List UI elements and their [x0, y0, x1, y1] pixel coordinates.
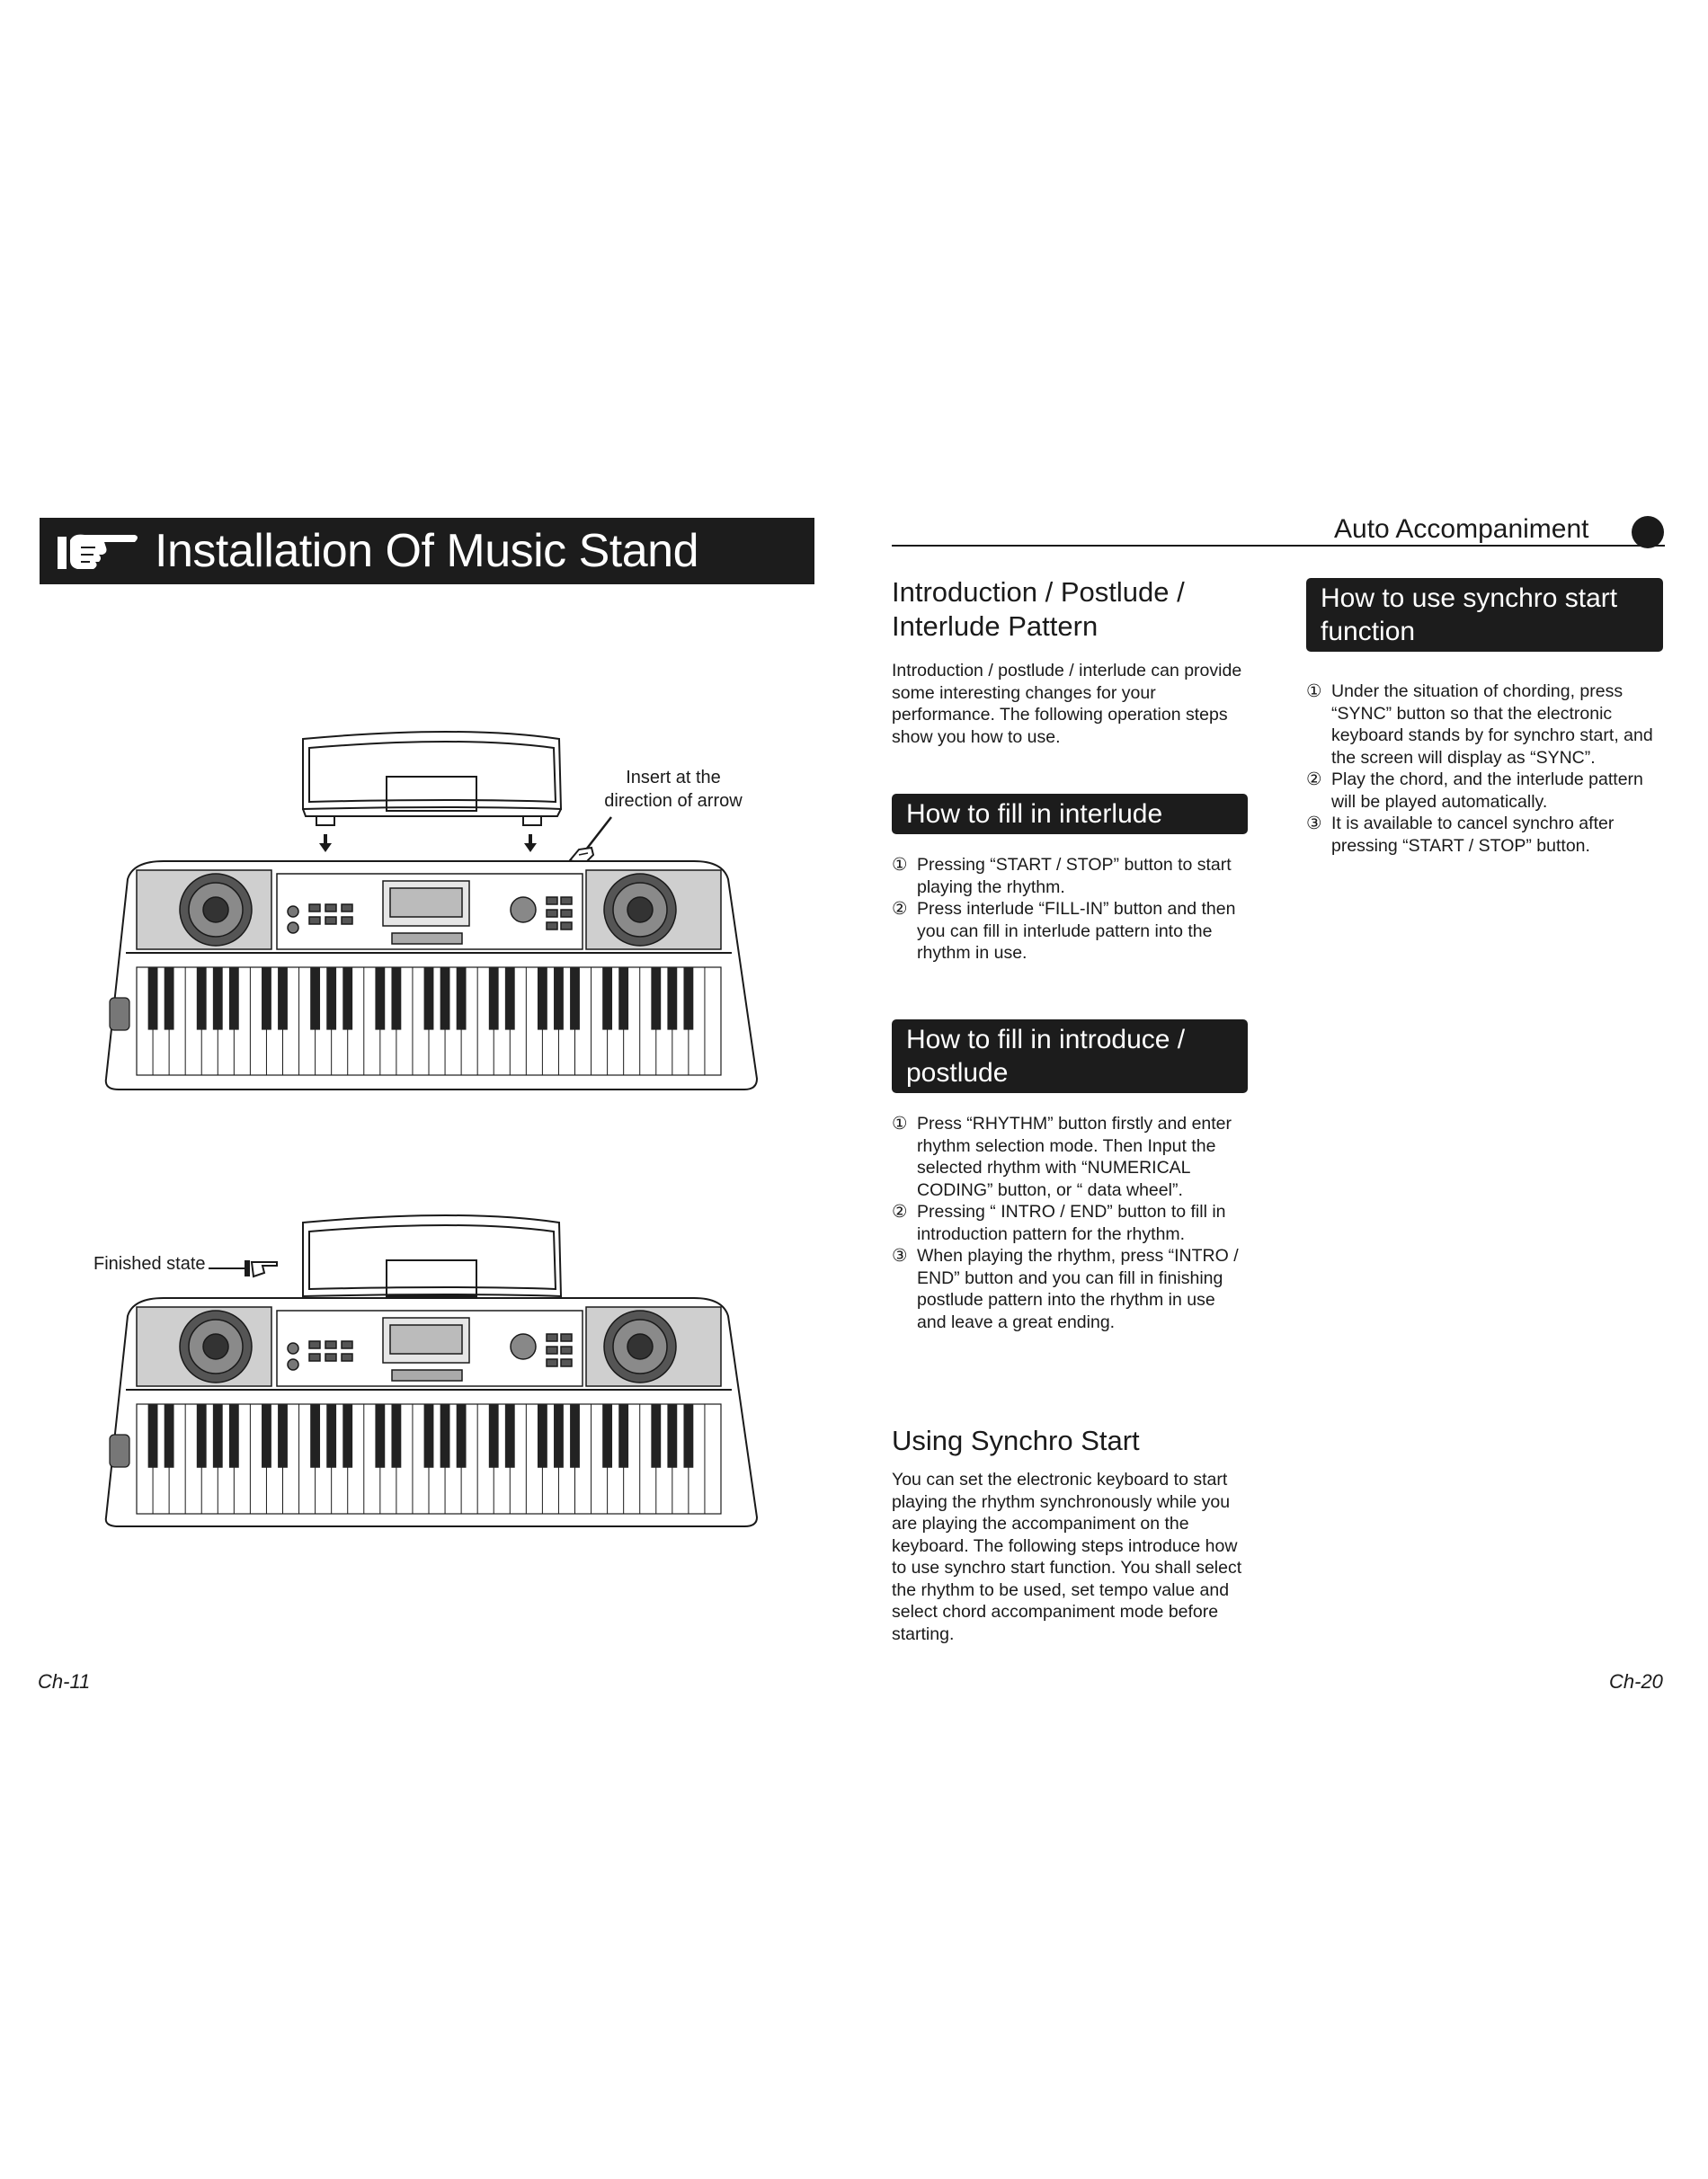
- keyboard-with-stand-insert-illustration: [104, 731, 759, 1090]
- keyboard-with-stand-finished-illustration: [104, 1214, 759, 1527]
- intro-body: Introduction / postlude / interlude can …: [892, 661, 1242, 747]
- pointing-hand-icon: [58, 534, 138, 569]
- fill-interlude-heading: How to fill in interlude: [892, 794, 1248, 834]
- header-rule: [892, 545, 1665, 547]
- insert-arrow-icon: [568, 816, 612, 866]
- right-speaker: [585, 869, 722, 950]
- control-panel: [276, 873, 583, 950]
- section-marker-dot: [1632, 516, 1664, 548]
- synchro-section: Using Synchro Start You can set the elec…: [892, 1424, 1251, 1645]
- finished-caption: Finished state: [93, 1254, 206, 1274]
- music-stand-installed: [302, 1214, 563, 1298]
- chapter-banner: Installation Of Music Stand: [40, 518, 814, 584]
- section-label: Auto Accompaniment: [1334, 514, 1589, 544]
- left-speaker: [136, 869, 272, 950]
- fill-intro-heading: How to fill in introduce / postlude: [892, 1019, 1248, 1093]
- synchro-function-heading: How to use synchro start function: [1306, 578, 1663, 652]
- page-number-right: Ch-20: [1609, 1670, 1663, 1693]
- intro-section: Introduction / Postlude / Interlude Patt…: [892, 575, 1259, 748]
- synchro-heading: Using Synchro Start: [892, 1425, 1140, 1456]
- insert-caption: Insert at the direction of arrow: [604, 768, 743, 811]
- music-stand: [302, 731, 563, 826]
- finished-pointer-icon: [209, 1260, 278, 1278]
- synchro-body: You can set the electronic keyboard to s…: [892, 1470, 1242, 1644]
- chapter-title: Installation Of Music Stand: [155, 525, 699, 577]
- page-number-left: Ch-11: [38, 1670, 91, 1693]
- intro-heading: Introduction / Postlude / Interlude Patt…: [892, 576, 1185, 642]
